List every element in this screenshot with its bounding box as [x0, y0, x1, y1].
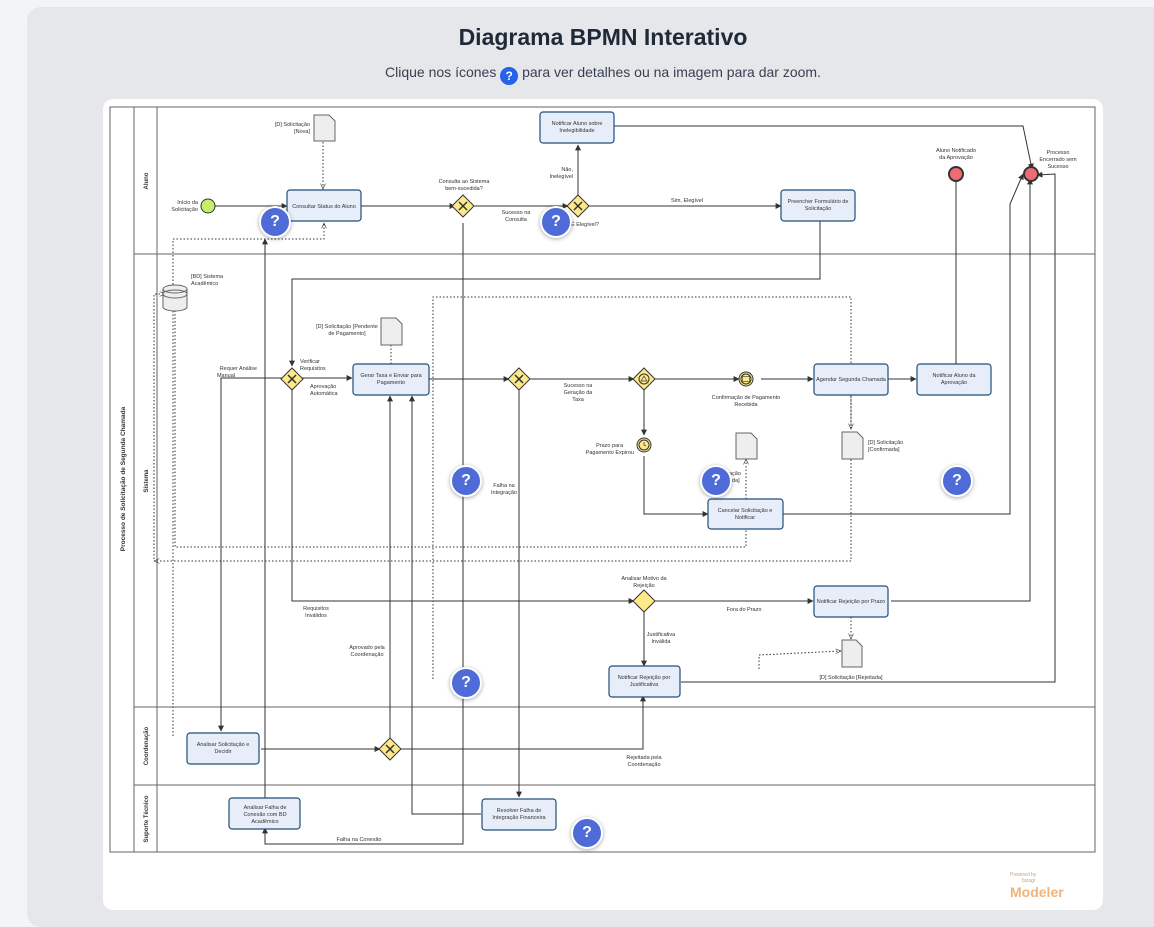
- start-event[interactable]: [200, 198, 216, 214]
- data-object-rejeitada[interactable]: [841, 639, 863, 668]
- doc-nova-label: [D] Solicitação[Nova]: [275, 122, 311, 135]
- help-hotspot-aprovacao[interactable]: ?: [941, 465, 973, 497]
- task-consultar-status[interactable]: Consultar Status do Aluno: [286, 189, 362, 222]
- data-associations: [154, 142, 851, 736]
- page-title: Diagrama BPMN Interativo: [458, 24, 748, 50]
- help-hotspot-falha-integracao[interactable]: ?: [450, 465, 482, 497]
- pool-label: Processo de Solicitação de Segunda Chama…: [120, 406, 127, 551]
- help-hotspot-cancelar[interactable]: ?: [700, 465, 732, 497]
- svg-text:[D] Solicitação [Rejeitada]: [D] Solicitação [Rejeitada]: [820, 675, 883, 681]
- task-notificar-rejeicao-prazo[interactable]: Notificar Rejeição por Prazo: [813, 585, 889, 618]
- svg-text:Falha na Conexão: Falha na Conexão: [337, 837, 382, 843]
- data-object-pendente[interactable]: [380, 317, 403, 346]
- data-object-confirmada[interactable]: [841, 431, 864, 460]
- event-confirmacao-pagamento[interactable]: [738, 371, 754, 387]
- gateway-verificar-requisitos[interactable]: [280, 367, 304, 391]
- help-hotspot-justificativa[interactable]: ?: [450, 667, 482, 699]
- svg-text:Sim, Elegível: Sim, Elegível: [671, 198, 703, 204]
- data-object-nova[interactable]: [313, 114, 336, 142]
- lane-label-aluno: Aluno: [144, 172, 150, 189]
- svg-text:Agendar Segunda Chamada: Agendar Segunda Chamada: [816, 377, 887, 383]
- end-event-encerrado[interactable]: [1023, 166, 1039, 182]
- bizagi-logo: Powered by bizagi Modeler: [1010, 872, 1064, 900]
- gateway-consulta[interactable]: [451, 194, 475, 218]
- svg-text:Não,Inelegível: Não,Inelegível: [549, 167, 573, 180]
- svg-text:[D] Solicitação[Confirmada]: [D] Solicitação[Confirmada]: [868, 440, 903, 453]
- task-agendar-chamada[interactable]: Agendar Segunda Chamada: [813, 363, 889, 396]
- pool: [109, 106, 1096, 853]
- diagram-frame[interactable]: Processo de Solicitação de Segunda Chama…: [103, 99, 1103, 910]
- gateway-analisar-motivo[interactable]: [632, 589, 656, 613]
- lane-label-coordenacao: Coordenação: [144, 726, 150, 765]
- help-hotspot-consultar-status[interactable]: ?: [259, 206, 291, 238]
- svg-text:É Elegível?: É Elegível?: [571, 221, 599, 228]
- help-icon: ?: [500, 67, 519, 85]
- gateway-sucesso-taxa[interactable]: [507, 367, 531, 391]
- subtitle-text-post: para ver detalhes ou na imagem para dar …: [522, 64, 821, 80]
- bpmn-diagram[interactable]: Processo de Solicitação de Segunda Chama…: [103, 99, 1103, 910]
- help-hotspot-elegivel[interactable]: ?: [540, 206, 572, 238]
- page-subtitle: Clique nos ícones ? para ver detalhes ou…: [0, 64, 1154, 85]
- gateway-elegivel[interactable]: [566, 194, 590, 218]
- lane-label-suporte: Suporte Técnico: [144, 795, 150, 842]
- svg-text:Consultar Status do Aluno: Consultar Status do Aluno: [292, 204, 356, 210]
- help-hotspot-suporte[interactable]: ?: [571, 817, 603, 849]
- svg-text:Notificar Rejeição por Prazo: Notificar Rejeição por Prazo: [817, 599, 885, 605]
- database-sistema-academico[interactable]: [162, 284, 188, 312]
- gateway-coordenacao[interactable]: [378, 737, 402, 761]
- sequence-flows: [215, 125, 1056, 845]
- gateway-event-based[interactable]: [632, 367, 656, 391]
- subtitle-text-pre: Clique nos ícones: [385, 64, 497, 80]
- svg-text:Fora do Prazo: Fora do Prazo: [727, 607, 762, 613]
- event-prazo-expirou[interactable]: [636, 437, 652, 453]
- data-object-cancelada[interactable]: [735, 432, 758, 460]
- end-event-aprovacao[interactable]: [948, 166, 964, 182]
- lane-label-sistema: Sistema: [144, 469, 150, 493]
